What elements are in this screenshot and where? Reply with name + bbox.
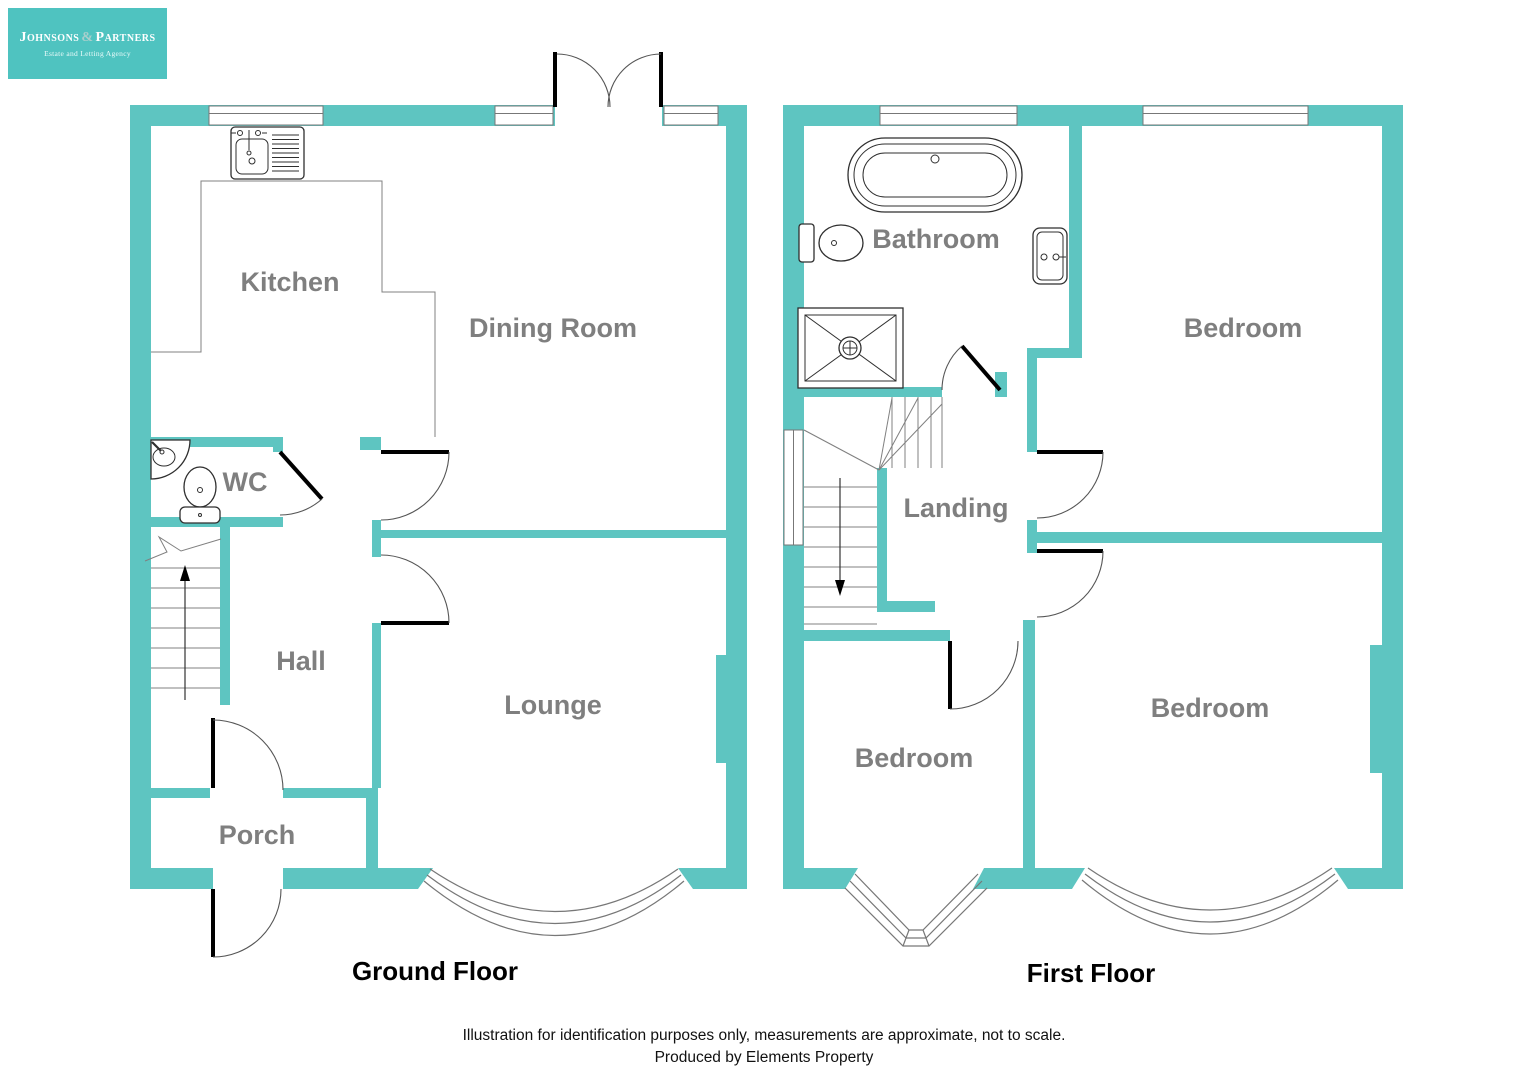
dining-window-right: [663, 105, 719, 126]
bedroom-bottom-right-door: [1036, 549, 1104, 618]
first-floor-plan: Bathroom Bedroom Landing Bedroom Bedroom…: [783, 105, 1403, 988]
bedroom-angled-bay-window: [844, 873, 988, 947]
wc-door: [278, 450, 324, 516]
kitchen-label: Kitchen: [240, 267, 339, 297]
ground-outer-walls: [130, 105, 747, 889]
kitchen-window: [208, 105, 324, 126]
ground-floor-title: Ground Floor: [352, 956, 518, 986]
agency-logo: Johnsons&Partners Estate and Letting Age…: [8, 8, 167, 79]
agency-ampersand: &: [81, 29, 94, 45]
first-floor-title: First Floor: [1027, 958, 1156, 988]
lounge-door: [380, 554, 450, 625]
dining-room-label: Dining Room: [469, 313, 637, 343]
bedroom-top-door: [1036, 450, 1104, 519]
stairs-up-icon: [144, 535, 222, 700]
bathroom-door: [941, 344, 1002, 392]
shower-icon: [797, 307, 904, 389]
dining-french-doors: [553, 52, 663, 127]
porch-label: Porch: [219, 820, 296, 850]
hall-porch-door: [211, 718, 284, 791]
bedroom-bottom-left-label: Bedroom: [855, 743, 974, 773]
footer-disclaimer: Illustration for identification purposes…: [463, 1027, 1066, 1044]
bathroom-toilet-icon: [798, 223, 864, 263]
kitchen-counter-line: [151, 180, 436, 437]
lounge-bay-window: [423, 868, 685, 937]
bathroom-sink-icon: [1032, 227, 1068, 285]
stairs-down-icon: [803, 397, 943, 625]
wc-toilet-icon: [179, 466, 221, 524]
bedroom-bottom-left-door: [948, 640, 1019, 710]
ground-interior-walls: [130, 437, 726, 868]
agency-name-right: Partners: [95, 29, 156, 45]
wc-label: WC: [223, 467, 268, 497]
bedroom-chimney-breast: [1370, 645, 1382, 773]
dining-room-door: [380, 450, 450, 521]
hall-label: Hall: [276, 646, 326, 676]
front-door: [211, 888, 282, 958]
lounge-label: Lounge: [504, 690, 601, 720]
agency-tagline: Estate and Letting Agency: [44, 48, 131, 58]
bathroom-label: Bathroom: [872, 224, 1000, 254]
bath-icon: [847, 137, 1023, 213]
bedroom-top-window: [1142, 105, 1309, 126]
ground-floor-plan: Kitchen Dining Room WC Hall Lounge Porch…: [130, 52, 747, 986]
first-interior-walls: [783, 126, 1382, 868]
lounge-chimney-breast: [716, 655, 726, 763]
bedroom-bottom-right-label: Bedroom: [1151, 693, 1270, 723]
footer-credit: Produced by Elements Property: [655, 1049, 874, 1066]
kitchen-sink-icon: [230, 126, 305, 180]
agency-name-left: Johnsons: [19, 29, 80, 45]
kitchen-drainer-lines: [272, 134, 299, 172]
agency-name: Johnsons&Partners: [19, 30, 155, 46]
landing-label: Landing: [904, 493, 1009, 523]
bathroom-window: [879, 105, 1018, 126]
wc-corner-sink-icon: [150, 439, 191, 480]
dining-window-left: [494, 105, 554, 126]
landing-side-window: [783, 429, 804, 546]
bedroom-curved-bay-window: [1081, 867, 1339, 935]
bedroom-top-label: Bedroom: [1184, 313, 1303, 343]
